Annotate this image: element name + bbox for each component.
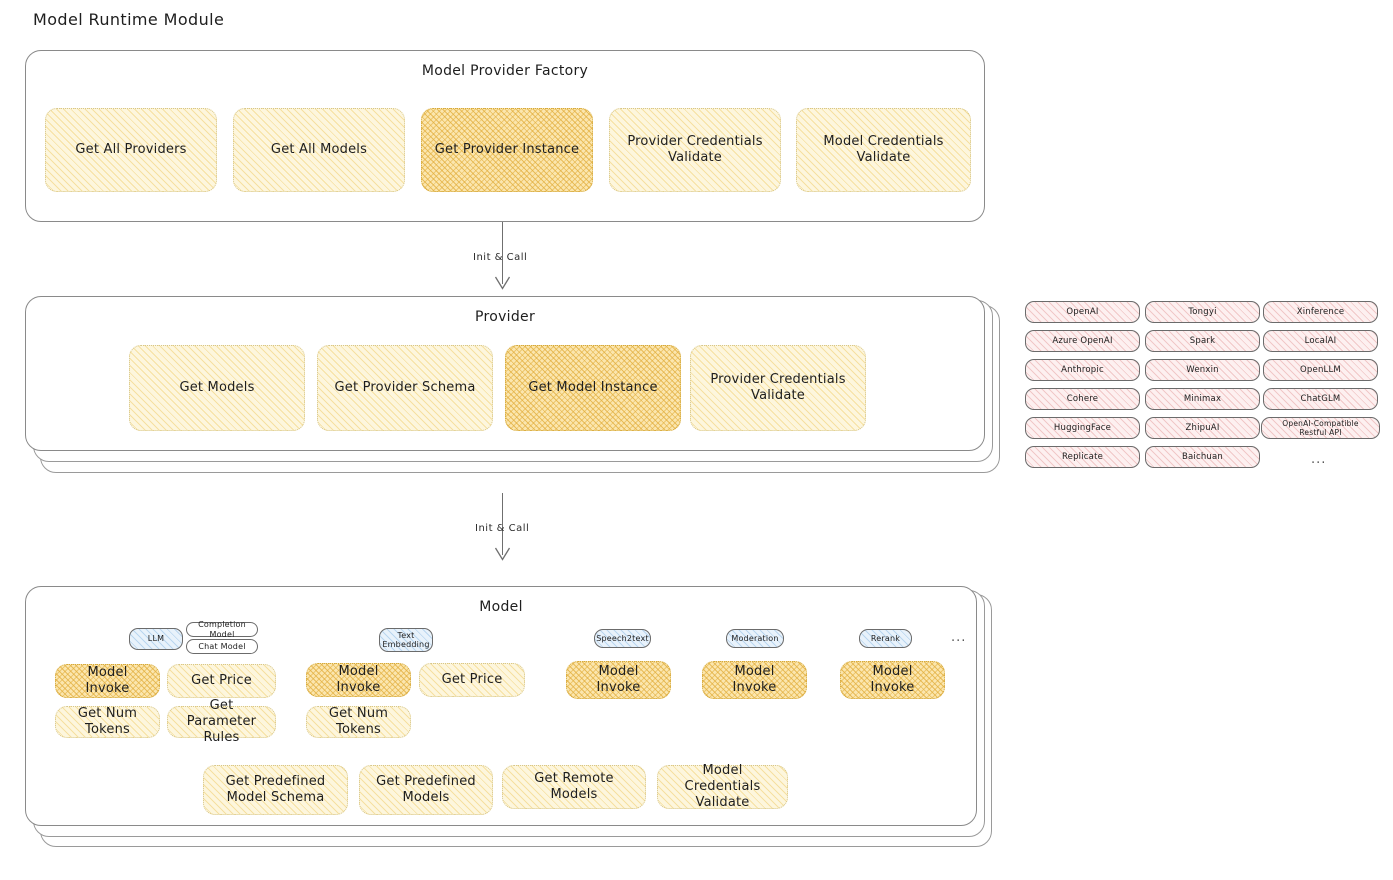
model-op-get-predefined-models[interactable]: Get Predefined Models — [359, 765, 493, 815]
arrow-head-2 — [494, 547, 511, 561]
arrow-label-init-call-2: Init & Call — [475, 523, 530, 534]
model-type-text-embedding[interactable]: Text Embedding — [379, 628, 433, 652]
moderation-op-model-invoke[interactable]: Model Invoke — [702, 661, 807, 699]
arrow-head-1 — [494, 276, 511, 290]
factory-node-model-credentials-validate[interactable]: Model Credentials Validate — [796, 108, 971, 192]
provider-node-get-model-instance[interactable]: Get Model Instance — [505, 345, 681, 431]
factory-node-provider-credentials-validate[interactable]: Provider Credentials Validate — [609, 108, 781, 192]
arrow-factory-to-provider — [502, 222, 504, 284]
provider-chip-zhipuai[interactable]: ZhipuAI — [1145, 417, 1260, 439]
arrow-provider-to-model — [502, 493, 504, 555]
model-subtype-completion-model[interactable]: Completion Model — [186, 620, 258, 639]
model-op-get-remote-models[interactable]: Get Remote Models — [502, 765, 646, 809]
provider-chip-anthropic[interactable]: Anthropic — [1025, 359, 1140, 381]
provider-title: Provider — [474, 309, 536, 325]
embedding-op-model-invoke[interactable]: Model Invoke — [306, 663, 411, 697]
factory-node-get-all-providers[interactable]: Get All Providers — [45, 108, 217, 192]
embedding-op-get-num-tokens[interactable]: Get Num Tokens — [306, 706, 411, 738]
model-title: Model — [479, 599, 523, 615]
provider-list-more: ... — [1311, 452, 1327, 467]
provider-chip-cohere[interactable]: Cohere — [1025, 388, 1140, 410]
embedding-op-get-price[interactable]: Get Price — [419, 663, 525, 697]
provider-chip-chatglm[interactable]: ChatGLM — [1263, 388, 1378, 410]
model-type-moderation[interactable]: Moderation — [726, 629, 784, 648]
model-op-model-credentials-validate[interactable]: Model Credentials Validate — [657, 763, 788, 810]
provider-node-get-provider-schema[interactable]: Get Provider Schema — [317, 345, 493, 431]
provider-node-provider-credentials-validate[interactable]: Provider Credentials Validate — [690, 345, 866, 431]
model-type-rerank[interactable]: Rerank — [859, 629, 912, 648]
model-panel: Model — [25, 586, 977, 826]
provider-chip-openai-compatible[interactable]: OpenAI-Compatible Restful API — [1261, 417, 1380, 439]
llm-op-get-num-tokens[interactable]: Get Num Tokens — [55, 706, 160, 738]
provider-chip-localai[interactable]: LocalAI — [1263, 330, 1378, 352]
model-type-speech2text[interactable]: Speech2text — [594, 629, 651, 648]
provider-chip-minimax[interactable]: Minimax — [1145, 388, 1260, 410]
provider-chip-huggingface[interactable]: HuggingFace — [1025, 417, 1140, 439]
rerank-op-model-invoke[interactable]: Model Invoke — [840, 661, 945, 699]
provider-chip-openllm[interactable]: OpenLLM — [1263, 359, 1378, 381]
provider-chip-replicate[interactable]: Replicate — [1025, 446, 1140, 468]
provider-chip-xinference[interactable]: Xinference — [1263, 301, 1378, 323]
page-title: Model Runtime Module — [33, 10, 225, 29]
provider-chip-wenxin[interactable]: Wenxin — [1145, 359, 1260, 381]
provider-node-get-models[interactable]: Get Models — [129, 345, 305, 431]
factory-node-get-all-models[interactable]: Get All Models — [233, 108, 405, 192]
provider-chip-spark[interactable]: Spark — [1145, 330, 1260, 352]
model-op-get-predefined-model-schema[interactable]: Get Predefined Model Schema — [203, 765, 348, 815]
speech2text-op-model-invoke[interactable]: Model Invoke — [566, 661, 671, 699]
provider-chip-baichuan[interactable]: Baichuan — [1145, 446, 1260, 468]
llm-op-model-invoke[interactable]: Model Invoke — [55, 664, 160, 698]
model-types-more: ... — [951, 630, 967, 645]
provider-chip-tongyi[interactable]: Tongyi — [1145, 301, 1260, 323]
llm-op-get-price[interactable]: Get Price — [167, 664, 276, 698]
llm-op-get-parameter-rules[interactable]: Get Parameter Rules — [167, 698, 276, 745]
provider-chip-openai[interactable]: OpenAI — [1025, 301, 1140, 323]
provider-chip-azure-openai[interactable]: Azure OpenAI — [1025, 330, 1140, 352]
model-subtype-chat-model[interactable]: Chat Model — [186, 639, 258, 654]
model-type-llm[interactable]: LLM — [129, 628, 183, 650]
arrow-label-init-call-1: Init & Call — [473, 252, 528, 263]
model-provider-factory-title: Model Provider Factory — [421, 63, 589, 79]
factory-node-get-provider-instance[interactable]: Get Provider Instance — [421, 108, 593, 192]
